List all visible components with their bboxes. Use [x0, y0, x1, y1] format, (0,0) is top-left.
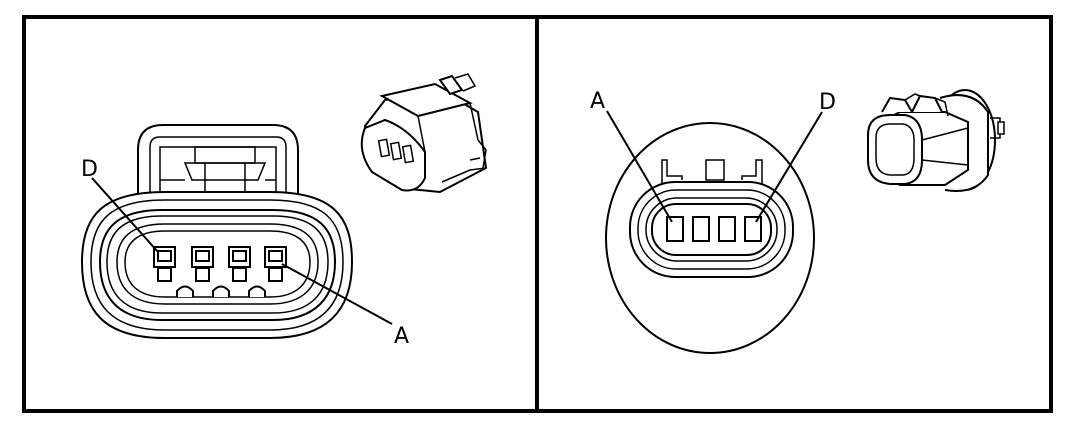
left-panel: D A [80, 73, 488, 349]
right-circle-outline [605, 122, 815, 354]
right-label-d: D [819, 90, 836, 115]
right-leader-a [606, 110, 673, 223]
left-terminal-cavities [153, 246, 287, 282]
left-label-a: A [394, 324, 409, 349]
left-leader-d [91, 177, 159, 253]
left-leader-a [281, 263, 393, 325]
right-connector-iso [867, 89, 1005, 192]
right-leader-d [755, 111, 823, 223]
right-label-a: A [590, 89, 605, 114]
right-panel: A D [590, 89, 1005, 354]
left-label-d: D [81, 157, 98, 182]
left-connector-face [80, 124, 354, 339]
left-connector-iso [360, 73, 488, 194]
right-connector-face [629, 159, 794, 278]
right-terminal-cavities [666, 216, 762, 242]
